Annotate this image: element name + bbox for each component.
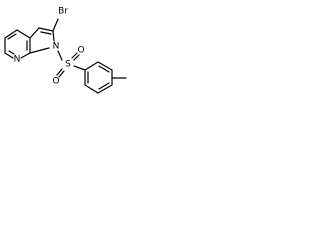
bond-n1-c7a	[29, 47, 50, 54]
bond-c4-c5	[4, 29, 18, 39]
bond-s-o-bottom-1	[56, 68, 63, 76]
bond-n1-s	[57, 50, 63, 61]
bond-s-o-top-1	[71, 52, 78, 59]
atom-o-top-label: O	[77, 46, 84, 56]
bond-c2-n1	[52, 30, 55, 42]
bond-c3a-c4	[16, 29, 31, 39]
bond-n7-c7a	[20, 52, 31, 59]
pyridine-ring	[4, 29, 31, 59]
bond-c3-c2-inner	[40, 31, 52, 35]
atom-s-label: S	[65, 60, 71, 70]
bond-c6-n7	[4, 52, 14, 59]
tolyl-ring	[84, 61, 113, 94]
bond-ar5-ar6	[84, 84, 99, 94]
bond-c4-c5-inner	[7, 33, 17, 40]
bond-ar2-ar3	[97, 61, 113, 71]
bond-ar2-ar3-inner	[98, 65, 110, 73]
bond-c6-n7-inner	[8, 50, 15, 55]
atom-br-label: Br	[58, 7, 68, 17]
bond-c2-br	[52, 18, 59, 32]
molecule-structure: Br N N S O O	[4, 7, 127, 94]
bond-ar4-ar5	[97, 84, 113, 94]
pyrrole-ring	[29, 27, 55, 54]
atom-n1-label: N	[53, 42, 60, 52]
sulfonyl-group	[56, 52, 86, 78]
bond-ar1-ar2	[84, 61, 99, 71]
bond-ar4-ar5-inner	[98, 82, 110, 90]
bond-s-o-bottom-2	[58, 70, 65, 78]
bond-c3-c2	[38, 27, 54, 32]
atom-o-bottom-label: O	[52, 77, 59, 87]
bond-s-aryl	[73, 65, 86, 71]
atom-n7-label: N	[14, 55, 21, 65]
bond-c3a-c3	[29, 27, 40, 39]
bond-s-o-top-2	[73, 54, 80, 61]
